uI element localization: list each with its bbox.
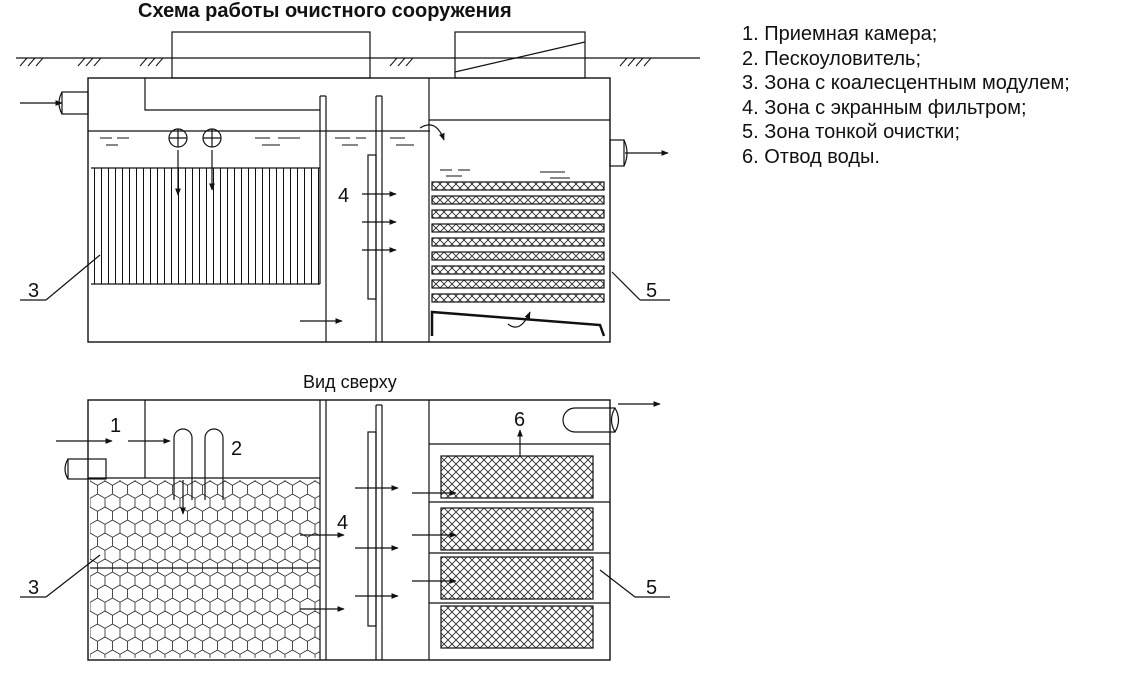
side-lid-right [454, 31, 586, 79]
side-label-4: 4 [338, 185, 349, 207]
top-view [64, 399, 620, 661]
side-flow-arrows [20, 100, 670, 328]
side-tank [87, 77, 611, 343]
side-inlet-pipe [61, 91, 89, 115]
legend-item-2: 2. Пескоуловитель; [742, 47, 922, 70]
top-label-4: 4 [337, 512, 348, 534]
side-outlet-pipe [609, 139, 625, 167]
top-fine-filter-media [440, 455, 594, 649]
top-sandtrap-tube-1 [173, 428, 193, 500]
top-flow-arrows [20, 401, 670, 612]
legend-item-1: 1. Приемная камера; [742, 23, 938, 45]
top-tank [87, 399, 611, 661]
top-view-caption: Вид сверху [303, 372, 397, 392]
legend-item-4: 4. Зона с экранным фильтром; [742, 96, 1027, 119]
side-label-5: 5 [646, 280, 657, 302]
top-label-1: 1 [110, 415, 121, 437]
top-coalescent-module [90, 480, 320, 658]
top-label-3: 3 [28, 577, 39, 599]
side-screen-filter-frame [367, 154, 377, 300]
top-screen-filter-frame [367, 431, 377, 627]
legend-item-5: 5. Зона тонкой очистки; [742, 121, 961, 143]
side-label-3: 3 [28, 280, 39, 302]
ground-hatch [19, 57, 652, 67]
side-lid-left [171, 31, 371, 79]
side-view [16, 31, 700, 343]
top-label-2: 2 [231, 438, 242, 460]
top-outlet-pipe [562, 407, 620, 433]
side-fine-filter-media [431, 181, 605, 303]
legend-list: 1. Приемная камера; 2. Пескоуловитель; 3… [742, 22, 1070, 169]
top-label-6: 6 [514, 409, 525, 431]
legend-item-6: 6. Отвод воды. [742, 145, 880, 168]
top-inlet-pipe [67, 458, 107, 480]
top-label-5: 5 [646, 577, 657, 599]
diagram-title: Схема работы очистного сооружения [138, 0, 512, 22]
legend-item-3: 3. Зона с коалесцентным модулем; [742, 72, 1070, 94]
side-coalescent-module [91, 168, 320, 284]
top-sandtrap-tube-2 [204, 428, 224, 500]
